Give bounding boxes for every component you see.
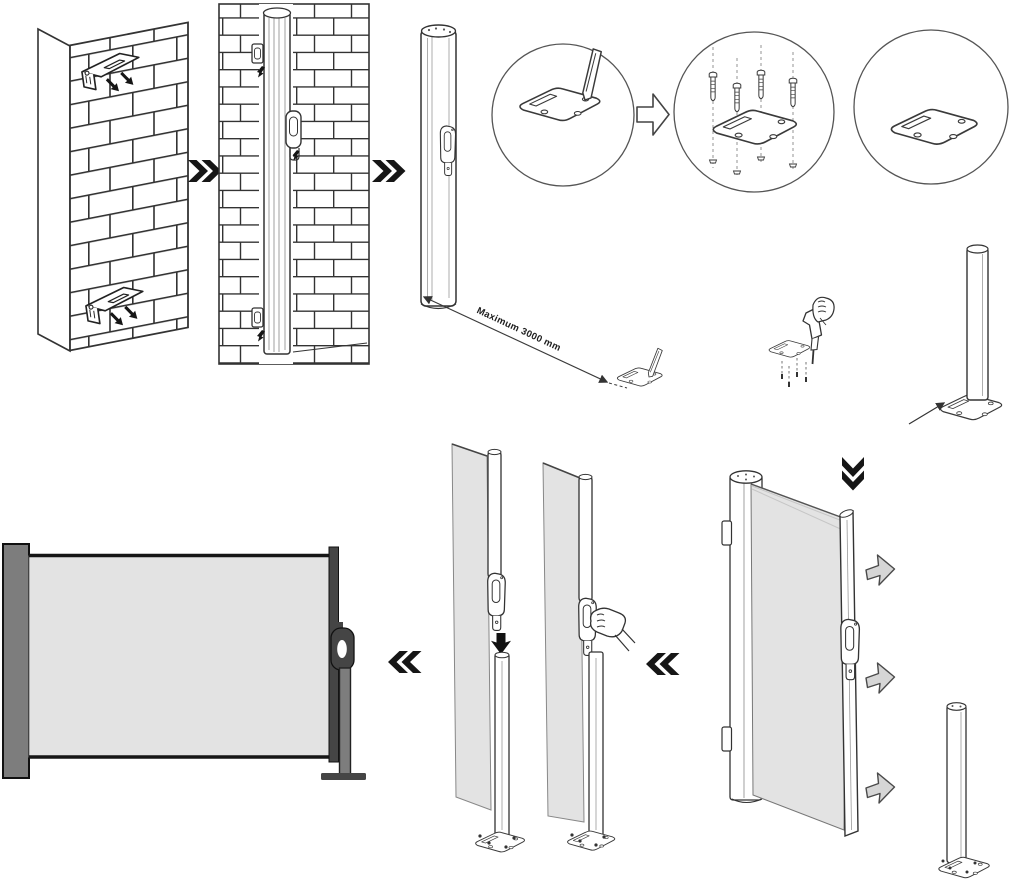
expansion-plugs [708,156,798,175]
pull-handle-latch [487,572,506,632]
awning-extended [2,543,366,780]
screen-fabric [542,462,585,823]
receiver-pole-free [938,702,990,879]
cap-screw-holes [427,27,452,34]
hand-icon [812,296,835,323]
wall-clip-top-slot [254,47,261,60]
cassette-body [263,11,291,355]
receiver-pole-cap [946,702,967,711]
cassette-pole-cap [420,24,457,38]
anchor-bolt-icon [708,71,718,102]
lower-post-cap [494,651,510,659]
screws [781,372,807,387]
screw-guide-lines [781,358,807,382]
wall-clip-bottom [721,726,733,752]
pull-pole-cap [487,448,502,456]
handle-grip-hole [337,640,347,658]
max-distance-label: Maximum 3000 mm [475,305,563,354]
anchor-bolt-icon [732,82,742,113]
chevron-right-icon [372,160,406,182]
receiver-pole [966,247,989,401]
plate-bolt-heads [478,834,516,849]
floor-plate [567,830,616,851]
step-wall-brackets [37,21,189,353]
pull-pole-cap [839,509,854,518]
cassette-base [731,798,763,804]
screen-top-edge [750,483,847,520]
insert-down-arrow-icon [491,633,511,655]
cassette-ribs [268,16,286,352]
cap-screw-hole [959,705,962,708]
receiver-pole-installed [908,244,1003,425]
cassette-handle [285,110,302,161]
drill-with-hand [802,296,835,365]
ground-line [292,342,368,353]
wall-clip-top [251,43,264,64]
brick-wall-perspective [69,21,189,352]
detail-mark-holes [491,43,635,187]
wall-side-face [37,27,71,353]
measure-line [422,296,609,383]
step-cassette-on-wall [218,3,370,365]
floor-plate [475,831,525,853]
wall-clip-top [721,520,733,546]
chevron-left-icon [388,651,422,673]
detail-circle-3 [853,29,1009,185]
arrow-3d-right-icon [865,662,896,694]
fabric-fold-lines [751,485,846,532]
receiver-pole [946,704,967,864]
measure-dash [608,382,628,389]
screen-top-edge [542,462,581,479]
screen-fabric [451,443,492,811]
pull-pole-cap [578,473,593,481]
pointer-arrow [908,402,946,425]
plate-bolt-heads [570,833,606,847]
pull-pole [578,475,593,603]
cap-screw-holes [737,473,755,481]
step-lock-pole [451,443,525,853]
drill-chuck [810,336,820,351]
plate-bolt-heads [941,859,977,874]
hand-fingers [817,300,827,326]
anchor-bolt-icon [756,69,766,100]
chevron-down-icon [842,457,864,491]
step-pull-handle [542,462,636,851]
step-unroll-screen [721,457,990,879]
pull-pole [487,450,502,579]
floor-plate [768,340,811,358]
detail-insert-anchors [673,31,835,193]
wall-clip-bottom [251,307,264,328]
cap-screw-hole [951,705,954,707]
cassette-top-cap [262,7,292,19]
cassette-housing [2,543,30,779]
anchor-bolt-icon [788,77,798,108]
detail-plate-fixed [853,29,1009,185]
support-post [338,667,352,775]
chevron-right-icon [188,160,222,182]
block-arrow-right-icon [636,93,670,136]
brick-wall-front [218,3,370,365]
receiver-pole-cap [966,244,989,254]
arrow-3d-right-icon [865,772,896,804]
post-foot [321,773,366,780]
screen-top-edge [451,443,488,457]
wall-clip-bottom-slot [254,311,261,324]
arrow-3d-right-icon [865,554,896,586]
handle-mount [334,622,343,632]
hand-icon [589,607,636,652]
screen-fabric [750,483,847,831]
cassette-top-cap [729,470,763,484]
drill-bit [811,349,815,365]
screen-fabric [28,555,334,758]
chevron-left-icon [646,653,680,675]
max-distance-annotation: Maximum 3000 mm [422,296,663,389]
step-screw-plate [768,296,835,387]
floor-plate [616,367,663,387]
